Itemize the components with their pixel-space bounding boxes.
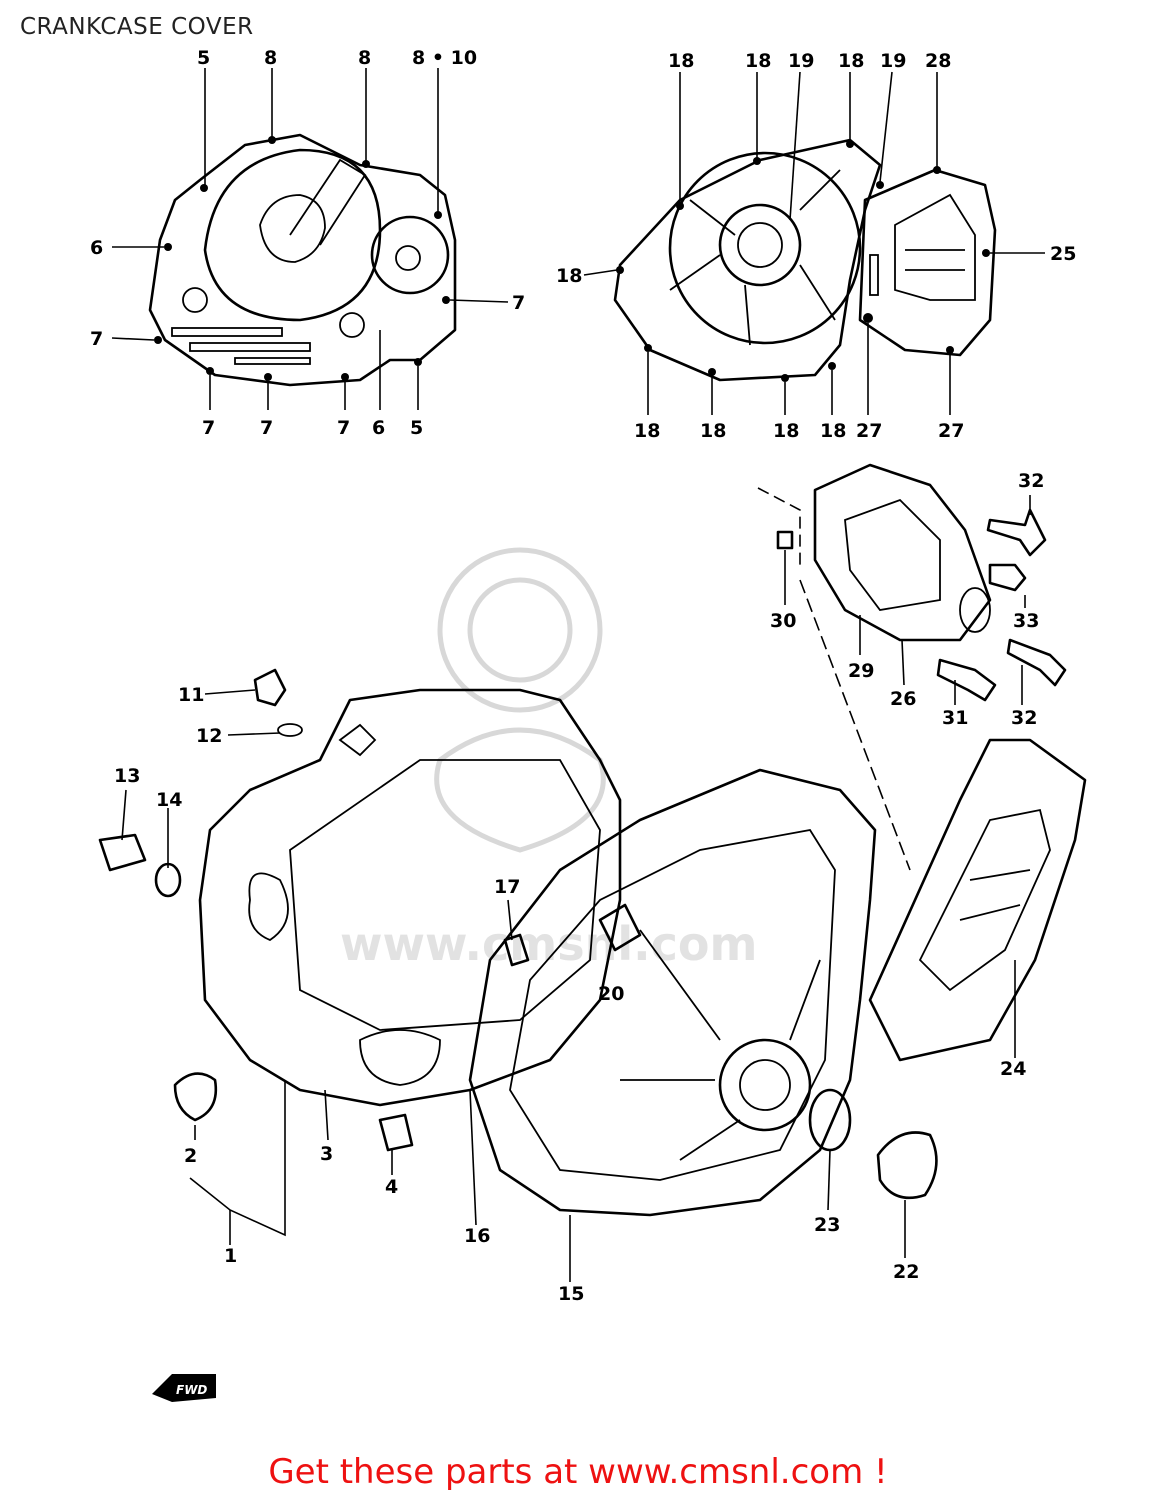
part-label: 26 [890, 688, 916, 710]
part-labels: 5 8 8 8 • 10 6 7 7 7 7 7 6 5 18 18 19 18… [90, 47, 1076, 1305]
part-label: 7 [260, 417, 273, 439]
left-cover-drawing [111, 68, 509, 410]
part-label: 27 [938, 420, 964, 442]
part-label: 29 [848, 660, 874, 682]
part-label: 19 [788, 50, 814, 72]
part-label: 19 [880, 50, 906, 72]
part-label: 8 [264, 47, 277, 69]
part-label: 14 [156, 789, 182, 811]
watermark-logo: www.cmsnl.com [340, 547, 757, 971]
part-label: 18 [773, 420, 799, 442]
part-label: 7 [512, 292, 525, 314]
part-label: 31 [942, 707, 968, 729]
part-label: 18 [745, 50, 771, 72]
fwd-arrow-icon: FWD [152, 1374, 216, 1402]
svg-text:www.cmsnl.com: www.cmsnl.com [340, 917, 757, 971]
part-label: 11 [178, 684, 204, 706]
part-label: 27 [856, 420, 882, 442]
get-parts-link[interactable]: Get these parts at www.cmsnl.com ! [268, 1452, 888, 1492]
part-label: 8 • 10 [412, 47, 477, 69]
part-label: 16 [464, 1225, 490, 1247]
part-label: 25 [1050, 243, 1076, 265]
part-label: 12 [196, 725, 222, 747]
part-label: 6 [90, 237, 103, 259]
part-label: 8 [358, 47, 371, 69]
part-label: 6 [372, 417, 385, 439]
part-label: 7 [337, 417, 350, 439]
part-label: 24 [1000, 1058, 1026, 1080]
part-label: 18 [556, 265, 582, 287]
right-cover-drawing [583, 71, 1045, 415]
part-label: 18 [820, 420, 846, 442]
part-label: 18 [668, 50, 694, 72]
part-label: 30 [770, 610, 796, 632]
part-label: 17 [494, 876, 520, 898]
exploded-assembly-drawing [98, 463, 1087, 1282]
part-label: 4 [385, 1176, 398, 1198]
part-label: 13 [114, 765, 140, 787]
part-label: 28 [925, 50, 951, 72]
part-label: 32 [1018, 470, 1044, 492]
fwd-label: FWD [176, 1383, 207, 1397]
part-label: 7 [90, 328, 103, 350]
part-label: 32 [1011, 707, 1037, 729]
diagram-title: CRANKCASE COVER [20, 14, 254, 40]
part-label: 7 [202, 417, 215, 439]
part-label: 22 [893, 1261, 919, 1283]
part-label: 1 [224, 1245, 237, 1267]
part-label: 18 [634, 420, 660, 442]
part-label: 18 [838, 50, 864, 72]
part-label: 20 [598, 983, 624, 1005]
part-label: 2 [184, 1145, 197, 1167]
part-label: 15 [558, 1283, 584, 1305]
part-label: 3 [320, 1143, 333, 1165]
part-label: 5 [410, 417, 423, 439]
part-label: 33 [1013, 610, 1039, 632]
part-label: 5 [197, 47, 210, 69]
part-label: 18 [700, 420, 726, 442]
part-label: 23 [814, 1214, 840, 1236]
